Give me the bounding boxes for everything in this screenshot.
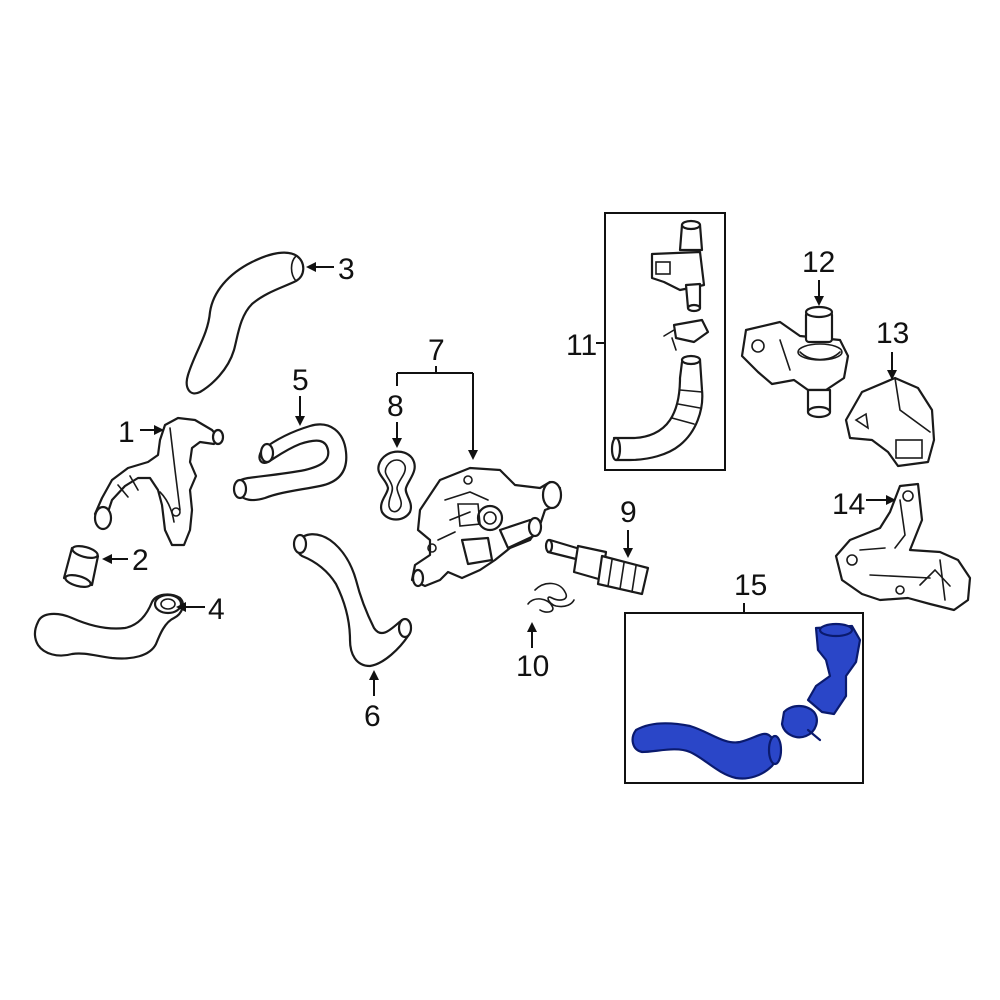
part-11-assembly-box[interactable]: [604, 212, 726, 471]
callout-9: 9: [620, 496, 637, 529]
callout-10: 10: [516, 650, 549, 683]
part-13-bracket[interactable]: [844, 376, 936, 468]
callout-4: 4: [208, 593, 225, 626]
callout-15: 15: [734, 569, 767, 602]
callout-5: 5: [292, 364, 309, 397]
callout-14: 14: [832, 488, 865, 521]
part-15-assembly-box[interactable]: [624, 612, 864, 784]
part-5-hose[interactable]: [232, 423, 348, 502]
callout-3: 3: [338, 253, 355, 286]
part-15-hose[interactable]: [631, 722, 779, 780]
callout-7: 7: [428, 334, 445, 367]
callout-1: 1: [118, 416, 135, 449]
part-3-hose[interactable]: [185, 251, 305, 395]
part-12-pump[interactable]: [740, 305, 850, 419]
callout-6: 6: [364, 700, 381, 733]
part-15-connector[interactable]: [806, 624, 862, 716]
callout-11: 11: [566, 329, 597, 362]
part-10-clip[interactable]: [527, 582, 575, 613]
part-2-sleeve[interactable]: [62, 544, 100, 589]
callout-8: 8: [387, 390, 404, 423]
part-8-gasket[interactable]: [377, 450, 416, 521]
part-9-sensor[interactable]: [544, 538, 650, 596]
part-1-pipe-bracket[interactable]: [93, 416, 225, 547]
part-4-hose[interactable]: [33, 593, 184, 660]
part-6-hose[interactable]: [292, 533, 413, 668]
part-7-housing[interactable]: [410, 466, 563, 588]
part-14-bracket[interactable]: [834, 482, 972, 612]
callout-2: 2: [132, 544, 149, 577]
callout-12: 12: [802, 246, 835, 279]
callout-13: 13: [876, 317, 909, 350]
